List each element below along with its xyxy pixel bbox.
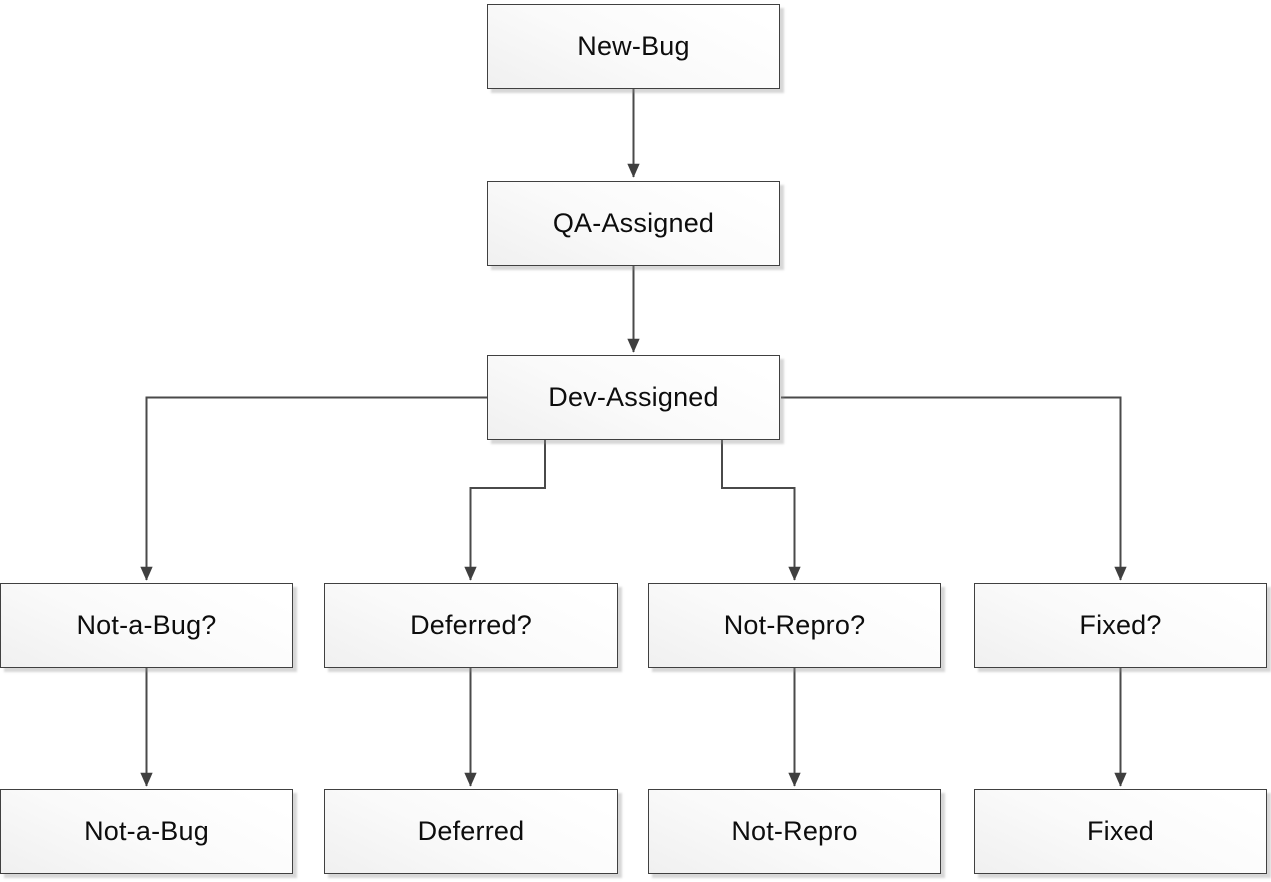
node-deferred-question: Deferred?: [324, 583, 618, 668]
node-not-repro-question-label: Not-Repro?: [723, 610, 866, 640]
node-deferred-label: Deferred: [417, 816, 525, 846]
node-not-repro: Not-Repro: [648, 789, 941, 874]
connector-dev-assigned-to-not-repro-question: [721, 440, 801, 581]
node-deferred: Deferred: [324, 789, 618, 874]
node-not-a-bug-question-label: Not-a-Bug?: [76, 610, 217, 640]
node-new-bug-label: New-Bug: [577, 31, 690, 61]
node-not-a-bug-question: Not-a-Bug?: [0, 583, 293, 668]
node-qa-assigned-label: QA-Assigned: [552, 208, 715, 238]
node-not-a-bug: Not-a-Bug: [0, 789, 293, 874]
node-fixed-label: Fixed: [1086, 816, 1155, 846]
node-dev-assigned: Dev-Assigned: [487, 355, 780, 440]
connector-dev-assigned-to-deferred-question: [464, 440, 546, 581]
node-fixed-question: Fixed?: [974, 583, 1267, 668]
node-dev-assigned-label: Dev-Assigned: [548, 382, 719, 412]
node-not-repro-question: Not-Repro?: [648, 583, 941, 668]
node-qa-assigned: QA-Assigned: [487, 181, 780, 266]
node-deferred-question-label: Deferred?: [410, 610, 532, 640]
connector-dev-assigned-to-not-a-bug-question: [140, 396, 487, 581]
node-not-a-bug-label: Not-a-Bug: [84, 816, 209, 846]
node-new-bug: New-Bug: [487, 4, 780, 89]
node-fixed-question-label: Fixed?: [1079, 610, 1162, 640]
node-not-repro-label: Not-Repro: [731, 816, 858, 846]
node-fixed: Fixed: [974, 789, 1267, 874]
connector-dev-assigned-to-fixed-question: [781, 396, 1127, 581]
